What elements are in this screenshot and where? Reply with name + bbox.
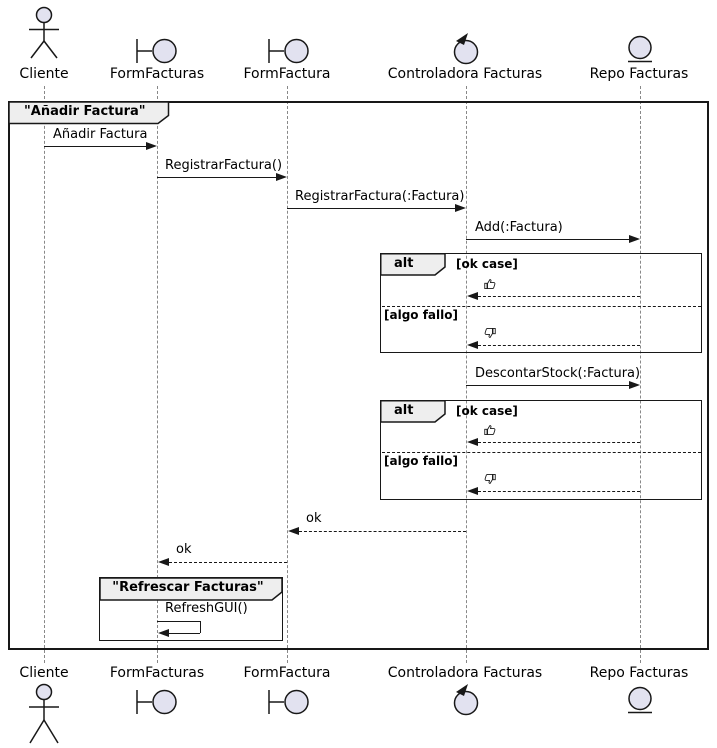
guard-algo-fallo: [algo fallo] [384, 454, 458, 468]
participant-label-formfacturas: FormFacturas [109, 66, 205, 82]
message-line [466, 384, 629, 386]
arrowhead [467, 437, 478, 446]
alt-fragment-2 [380, 400, 702, 500]
control-icon [452, 31, 480, 65]
arrowhead [629, 234, 640, 243]
main-frame-title: "Añadir Factura" [24, 104, 146, 119]
message-line [157, 176, 276, 178]
self-message-side [199, 621, 201, 633]
entity-icon [626, 35, 654, 65]
refresh-frame-title: "Refrescar Facturas" [112, 580, 264, 595]
participant-label-formfactura: FormFactura [243, 665, 331, 681]
return-line [478, 295, 640, 297]
participant-label-cliente: Cliente [19, 665, 69, 681]
message-label: Add(:Factura) [475, 220, 563, 235]
return-line [478, 490, 640, 492]
participant-label-formfactura: FormFactura [243, 66, 331, 82]
boundary-icon [267, 37, 312, 65]
participant-label-repo: Repo Facturas [589, 665, 689, 681]
actor-icon [26, 682, 62, 748]
return-label: ok [176, 542, 192, 557]
participant-label-repo: Repo Facturas [589, 66, 689, 82]
thumbs-down-icon [483, 326, 497, 340]
alt-fragment-1-tab [380, 253, 446, 276]
main-frame [8, 101, 709, 650]
alt-divider [381, 305, 701, 307]
message-label: DescontarStock(:Factura) [475, 366, 641, 381]
lifeline-repo [640, 86, 641, 663]
thumbs-down-icon [483, 472, 497, 486]
thumbs-up-icon [483, 423, 497, 437]
message-label: Añadir Factura [53, 127, 148, 142]
lifeline-formfactura [287, 86, 288, 663]
arrowhead [158, 557, 169, 566]
guard-ok-case: [ok case] [456, 257, 518, 271]
participant-label-formfacturas: FormFacturas [109, 665, 205, 681]
boundary-icon [135, 688, 180, 716]
refresh-frame-tab [99, 577, 283, 601]
arrowhead [455, 203, 466, 212]
actor-icon [26, 6, 62, 62]
lifeline-controladora [466, 86, 467, 663]
guard-ok-case: [ok case] [456, 404, 518, 418]
return-line [478, 345, 640, 346]
boundary-icon [135, 37, 180, 65]
thumbs-up-icon [483, 277, 497, 291]
arrowhead [288, 526, 299, 535]
alt-fragment-2-tab [380, 400, 446, 423]
participant-label-controladora: Controladora Facturas [387, 66, 543, 82]
return-line [478, 441, 640, 443]
control-icon [452, 682, 480, 716]
message-line [466, 238, 629, 240]
lifeline-formfacturas [157, 86, 158, 663]
participant-label-controladora: Controladora Facturas [387, 665, 543, 681]
alt-divider [381, 451, 701, 453]
arrowhead [146, 141, 157, 150]
arrowhead [467, 341, 478, 349]
main-frame-tab [8, 101, 170, 125]
message-label: RegistrarFactura(:Factura) [295, 189, 465, 204]
alt-keyword: alt [394, 256, 414, 271]
arrowhead [276, 172, 287, 181]
entity-icon [626, 686, 654, 716]
alt-fragment-1 [380, 253, 702, 353]
message-line [44, 145, 146, 147]
alt-keyword: alt [394, 403, 414, 418]
participant-label-cliente: Cliente [19, 66, 69, 82]
arrowhead [467, 291, 478, 300]
lifeline-cliente [44, 86, 45, 663]
arrowhead [467, 486, 478, 495]
return-label: ok [306, 511, 322, 526]
message-label: RefreshGUI() [165, 601, 248, 616]
boundary-icon [267, 688, 312, 716]
self-message-top [157, 620, 200, 622]
self-message-bottom [169, 632, 200, 634]
arrowhead [629, 380, 640, 389]
guard-algo-fallo: [algo fallo] [384, 308, 458, 322]
arrowhead [158, 628, 169, 637]
message-line [287, 207, 455, 209]
return-line [169, 561, 287, 563]
message-label: RegistrarFactura() [165, 158, 283, 173]
return-line [299, 530, 466, 532]
